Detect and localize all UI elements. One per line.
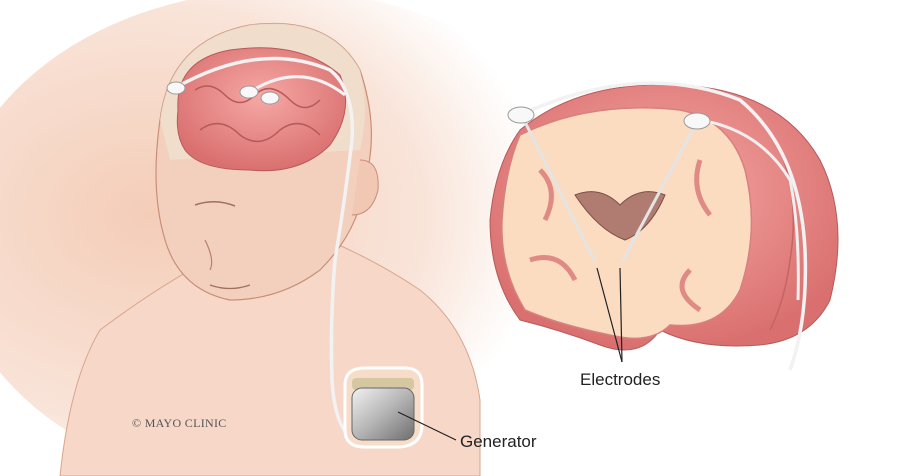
electrode-contact — [507, 106, 535, 124]
copyright-watermark: © MAYO CLINIC — [132, 416, 227, 430]
electrode-contact — [260, 91, 280, 105]
brain-cross-section — [489, 84, 839, 351]
generator-leader-line — [397, 411, 457, 441]
electrode-contact — [683, 112, 711, 130]
electrodes-leader-line — [619, 267, 623, 363]
electrode-lead — [520, 115, 597, 263]
electrode-lead — [620, 121, 699, 263]
electrodes-label: Electrodes — [580, 370, 661, 389]
generator-device — [343, 366, 424, 449]
lead-wire-left — [174, 56, 356, 442]
generator-label: Generator — [460, 432, 537, 451]
electrode-contact — [166, 81, 186, 95]
electrode-contact — [239, 85, 259, 99]
lead-wire-right — [519, 81, 808, 371]
electrodes-leader-line — [596, 267, 623, 363]
